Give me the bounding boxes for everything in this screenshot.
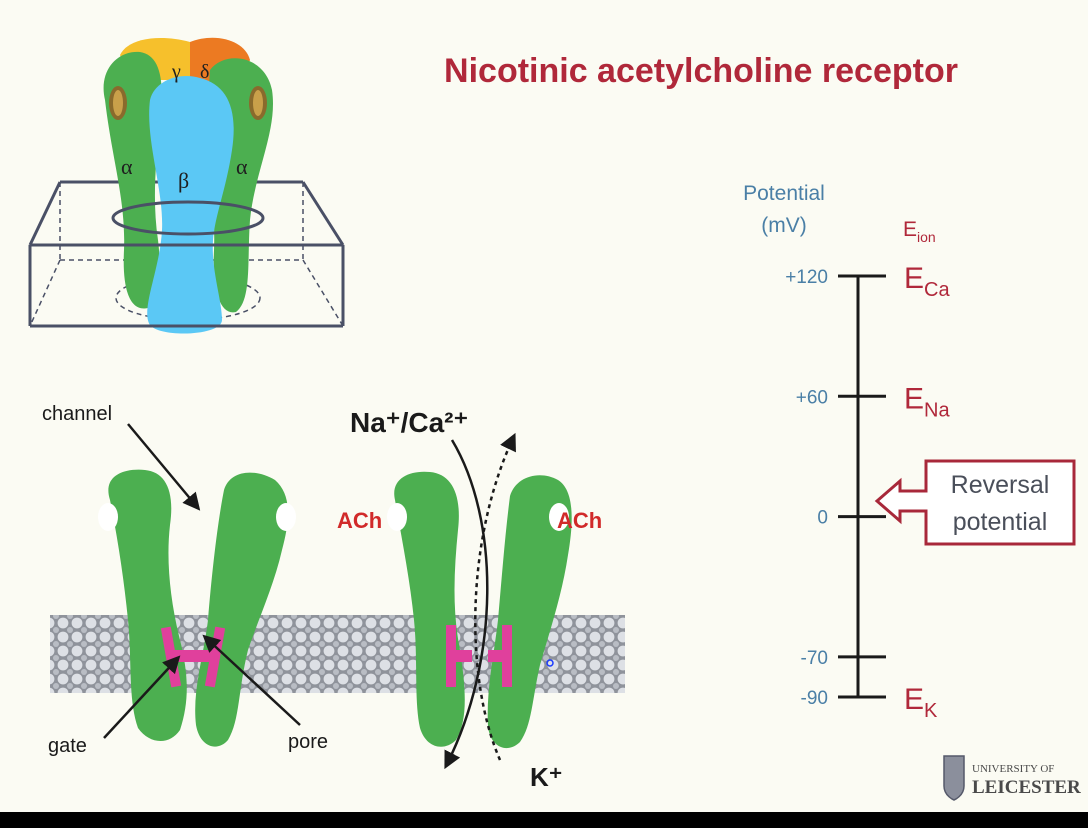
axis-title-line2: (mV) [761, 214, 807, 237]
ach-label-left: ACh [337, 508, 382, 533]
channel-pointer-arrow [127, 423, 201, 511]
axis-title-line1: Potential [743, 182, 825, 205]
closed-channel [98, 469, 296, 747]
pore-pointer-arrow [202, 634, 301, 726]
receptor-3d-model: γ δ α β α [28, 37, 345, 334]
subunit-alpha-left-label: α [121, 154, 133, 179]
influx-arrow [444, 439, 489, 770]
equilibrium-potential-symbol: E [904, 683, 924, 716]
equilibrium-potential-ion: Na [924, 399, 950, 421]
equilibrium-potential-ion: K [924, 700, 938, 722]
influx-ion-label: Na⁺/Ca²⁺ [350, 407, 468, 438]
open-channel [387, 471, 572, 749]
gate-pointer-arrow [103, 655, 181, 739]
subunit-beta-label: β [178, 168, 189, 193]
channel-label: channel [42, 403, 112, 425]
efflux-ion-label: K⁺ [530, 762, 563, 792]
equilibrium-potential-symbol: E [904, 382, 924, 415]
equilibrium-potential-ion: Ca [924, 279, 950, 301]
page-title: Nicotinic acetylcholine receptor [444, 52, 958, 90]
ach-label-right: ACh [557, 508, 602, 533]
subunit-alpha-right-label: α [236, 154, 248, 179]
scale-tick-label: -90 [801, 688, 828, 709]
subunit-gamma-label: γ [171, 61, 181, 83]
scale-tick-label: +60 [796, 387, 828, 408]
logo-line1: UNIVERSITY OF [972, 763, 1054, 775]
scale-tick-label: -70 [801, 648, 828, 669]
crest-icon [943, 755, 965, 801]
scale-tick-label: +120 [785, 267, 828, 288]
reversal-label-line2: potential [953, 508, 1048, 536]
equilibrium-potential-label: ENa [904, 382, 950, 421]
equilibrium-potential-label: ECa [904, 262, 950, 301]
subunit-delta-label: δ [200, 61, 209, 83]
gate-marker-open [446, 625, 512, 687]
pore-label: pore [288, 731, 328, 753]
equilibrium-potential-symbol: E [904, 262, 924, 295]
scale-tick-label: 0 [817, 508, 828, 529]
reversal-label-line1: Reversal [951, 471, 1050, 499]
logo-line2: LEICESTER [972, 777, 1081, 798]
equilibrium-potential-label: EK [904, 683, 938, 722]
reversal-potential-callout: Reversal potential [874, 459, 1076, 546]
university-logo: UNIVERSITY OF LEICESTER [943, 755, 1081, 801]
gate-label: gate [48, 735, 87, 757]
eion-header: Eion [903, 218, 936, 245]
